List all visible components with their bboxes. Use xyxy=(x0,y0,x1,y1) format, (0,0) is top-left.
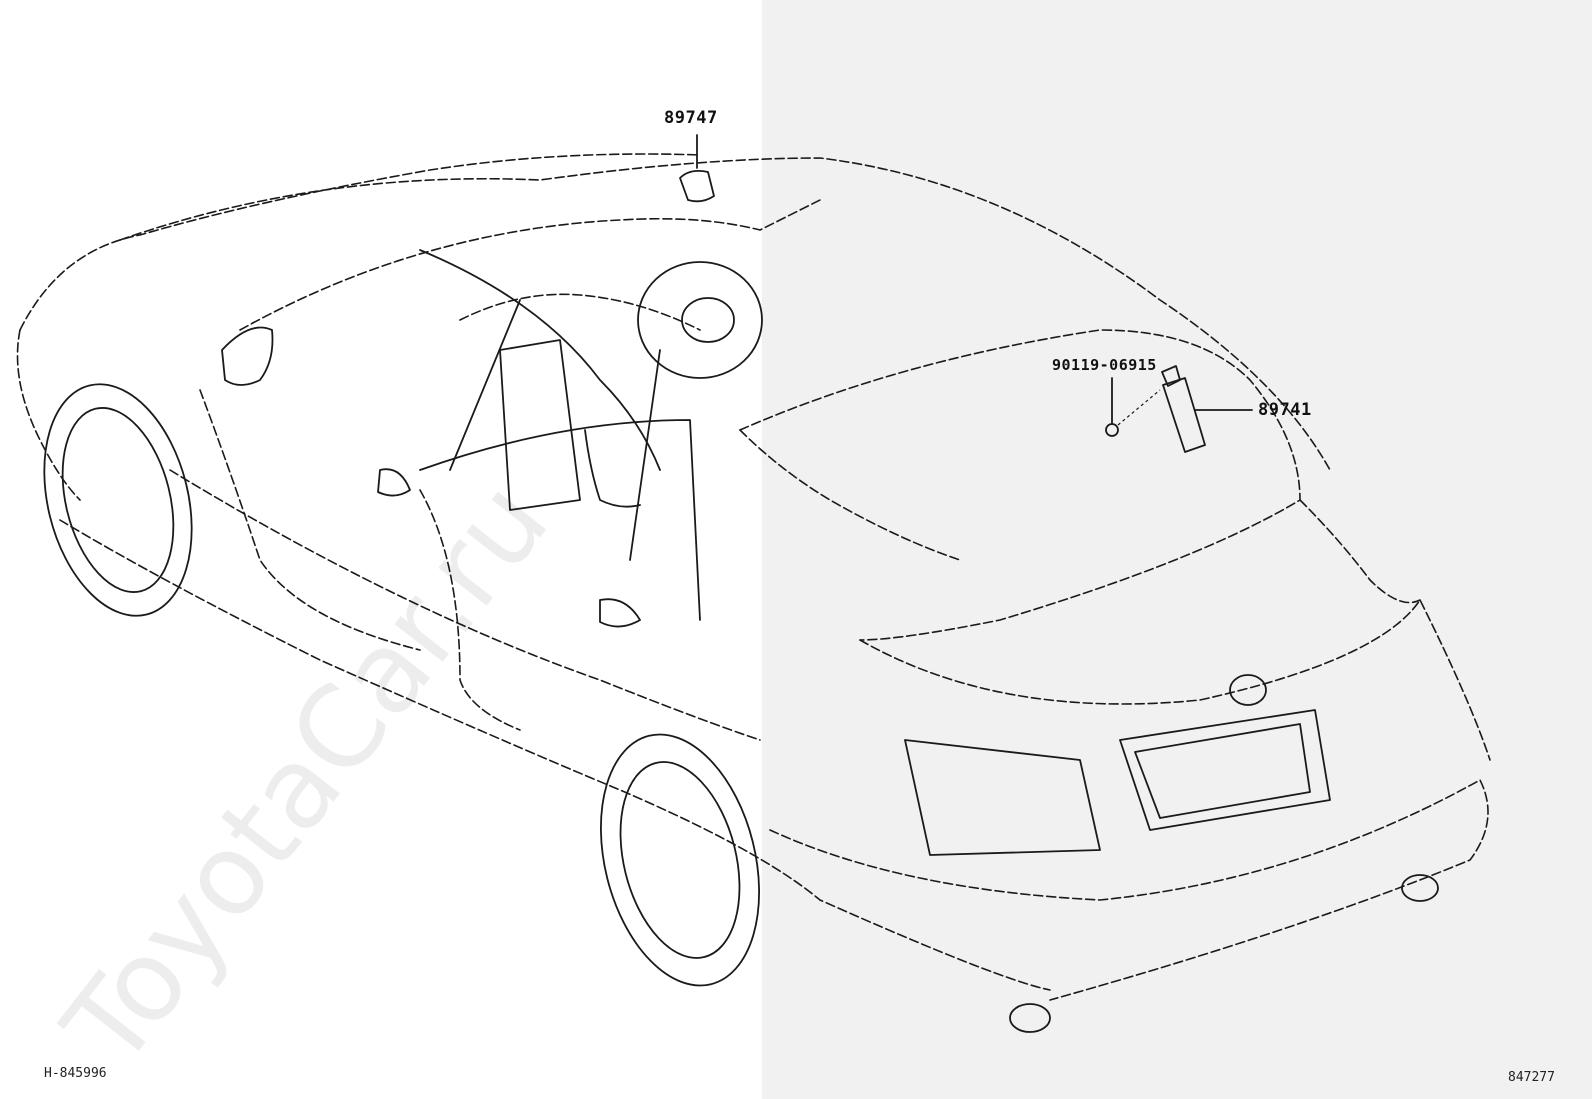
rear-emblem xyxy=(1229,674,1267,706)
sensor-89741-body xyxy=(1162,377,1206,453)
center-console xyxy=(499,339,581,511)
left-tail-light xyxy=(904,739,1101,856)
rear-window-line xyxy=(739,429,961,561)
door-frame xyxy=(419,419,701,621)
exhaust-right xyxy=(1401,874,1439,902)
sensor-89741-bracket xyxy=(1161,365,1181,387)
callout-89741: 89741 xyxy=(1258,400,1312,420)
exhaust-left xyxy=(1009,1003,1051,1033)
rear-deck-outline xyxy=(859,599,1491,761)
sensor-89747-body xyxy=(679,169,715,203)
front-bumper-outline xyxy=(16,329,81,501)
front-wheel xyxy=(43,383,193,617)
windshield-outline xyxy=(239,199,821,331)
side-mirror xyxy=(221,326,274,386)
door-line-rear xyxy=(419,489,521,731)
drawing-code-left: H-845996 xyxy=(44,1066,107,1081)
license-plate xyxy=(1119,709,1331,831)
bolt-to-sensor-guide xyxy=(1117,389,1161,426)
rear-wheel-inner xyxy=(619,761,741,959)
license-plate-inner xyxy=(1134,723,1311,819)
front-door-handle xyxy=(377,468,411,497)
steering-wheel xyxy=(637,261,763,379)
drawing-code-right: 847277 xyxy=(1508,1070,1555,1085)
door-line-front xyxy=(199,389,421,651)
interior-dash-outline xyxy=(459,293,701,331)
rear-bumper-outline xyxy=(769,779,1489,1001)
callout-89747: 89747 xyxy=(664,108,718,128)
trunk-edge xyxy=(1299,499,1421,604)
rear-wheel xyxy=(600,733,760,987)
a-pillar xyxy=(419,249,661,471)
trunk-lid-outline xyxy=(739,329,1301,641)
lower-body-outline xyxy=(59,519,1051,991)
callout-90119-06915: 90119-06915 xyxy=(1052,356,1157,374)
c-pillar xyxy=(629,349,661,561)
roof-outline xyxy=(119,157,1331,471)
front-wheel-inner xyxy=(61,407,175,593)
bolt-90119 xyxy=(1105,423,1119,437)
steering-hub xyxy=(681,297,735,343)
right-shaded-panel xyxy=(762,0,1592,1099)
b-pillar xyxy=(449,299,521,471)
side-sill-outline xyxy=(169,469,761,741)
gear-shifter xyxy=(584,429,641,508)
hood-outline xyxy=(19,153,701,331)
rear-door-handle xyxy=(599,598,641,628)
